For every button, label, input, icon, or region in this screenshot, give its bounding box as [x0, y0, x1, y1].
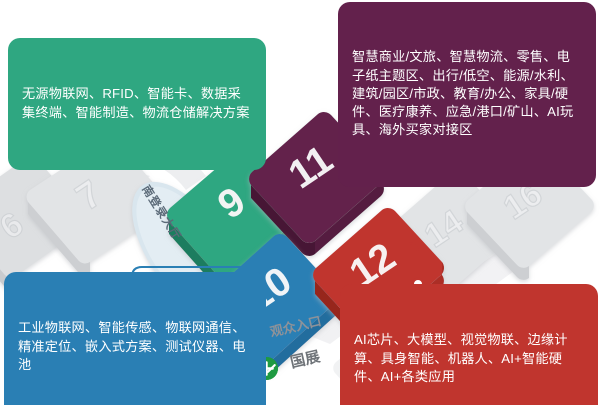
callout-red-zone[interactable]: AI芯片、大模型、视觉物联、边缘计算、具身智能、机器人、AI+智能硬件、AI+各… — [340, 284, 598, 405]
callout-blue-text: 工业物联网、智能传感、物联网通信、精准定位、嵌入式方案、测试仪器、电池 — [18, 320, 246, 372]
callout-green-text: 无源物联网、RFID、智能卡、数据采集终端、智能制造、物流仓储解决方案 — [22, 86, 250, 120]
callout-green-zone[interactable]: 无源物联网、RFID、智能卡、数据采集终端、智能制造、物流仓储解决方案 — [8, 38, 266, 171]
callout-purple-zone[interactable]: 智慧商业/文旅、智慧物流、零售、电子纸主题区、出行/低空、能源/水利、建筑/园区… — [338, 2, 596, 187]
callout-red-text: AI芯片、大模型、视觉物联、边缘计算、具身智能、机器人、AI+智能硬件、AI+各… — [354, 332, 568, 384]
callout-purple-text: 智慧商业/文旅、智慧物流、零售、电子纸主题区、出行/低空、能源/水利、建筑/园区… — [352, 49, 574, 138]
callout-blue-zone[interactable]: 工业物联网、智能传感、物联网通信、精准定位、嵌入式方案、测试仪器、电池 — [4, 272, 266, 405]
